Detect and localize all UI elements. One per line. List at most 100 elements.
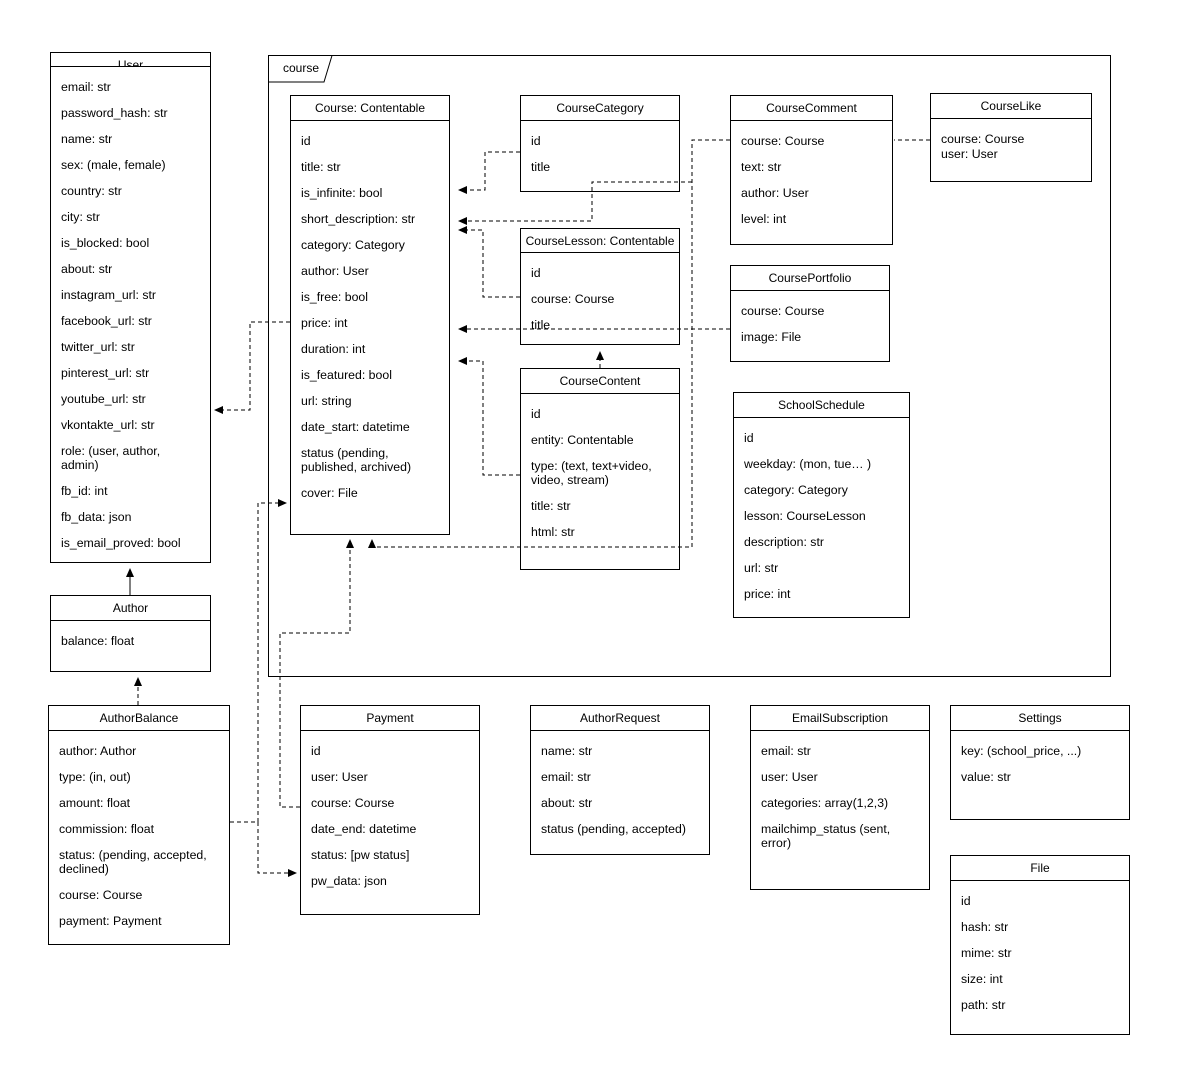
field-row: is_free: bool xyxy=(301,290,368,304)
connector-author-balance-to-payment xyxy=(257,822,297,877)
field-row: description: str xyxy=(744,535,824,549)
field-row: sex: (male, female) xyxy=(61,158,166,172)
field-row: email: str xyxy=(761,744,811,758)
entity-settings-title: Settings xyxy=(951,706,1129,731)
entity-user[interactable]: User email: str password_hash: str name: s… xyxy=(50,52,211,563)
entity-course-title: Course: Contentable xyxy=(291,96,449,121)
field-row: url: str xyxy=(744,561,779,575)
field-row: lesson: CourseLesson xyxy=(744,509,866,523)
entity-course-like-title: CourseLike xyxy=(931,94,1091,119)
field-row: balance: float xyxy=(61,634,135,648)
field-row: status (pending, accepted) xyxy=(541,822,686,836)
field-row: course: Course xyxy=(59,888,143,902)
field-row: is_featured: bool xyxy=(301,368,392,382)
entity-course-lesson-title: CourseLesson: Contentable xyxy=(521,229,679,253)
field-row: commission: float xyxy=(59,822,154,836)
field-row: pw_data: json xyxy=(311,874,387,888)
entity-course-portfolio-fields: course: Course image: File xyxy=(731,291,889,356)
field-row: html: str xyxy=(531,525,575,539)
field-row: text: str xyxy=(741,160,782,174)
field-row: id xyxy=(531,407,541,421)
field-row: id xyxy=(744,431,754,445)
field-row: fb_data: json xyxy=(61,510,132,524)
field-row: path: str xyxy=(961,998,1006,1012)
entity-settings-fields: key: (school_price, ...)value: str xyxy=(951,731,1129,796)
entity-course-portfolio[interactable]: CoursePortfolio course: Course image: Fil… xyxy=(730,265,890,362)
field-row: is_infinite: bool xyxy=(301,186,383,200)
field-row: email: str xyxy=(61,80,111,94)
field-row: email: str xyxy=(541,770,591,784)
field-row: user: User xyxy=(761,770,818,784)
field-row: id xyxy=(531,266,541,280)
entity-user-title: User xyxy=(51,53,210,67)
entity-course-category-title: CourseCategory xyxy=(521,96,679,121)
field-row: date_end: datetime xyxy=(311,822,417,836)
entity-course-lesson[interactable]: CourseLesson: Contentable id course: Cour… xyxy=(520,228,680,345)
field-row: amount: float xyxy=(59,796,131,810)
field-row: price: int xyxy=(301,316,348,330)
field-row: short_description: str xyxy=(301,212,416,226)
field-row: category: Category xyxy=(301,238,405,252)
field-row: size: int xyxy=(961,972,1003,986)
field-row: instagram_url: str xyxy=(61,288,156,302)
entity-course-content-title: CourseContent xyxy=(521,369,679,394)
field-row: course: Course xyxy=(741,304,825,318)
field-row: title: str xyxy=(531,499,571,513)
course-package-label: course xyxy=(283,61,320,75)
field-row: name: str xyxy=(541,744,593,758)
entity-author[interactable]: Author balance: float xyxy=(50,595,211,672)
field-row: hash: str xyxy=(961,920,1009,934)
field-row: title: str xyxy=(301,160,341,174)
field-row: author: User xyxy=(301,264,369,278)
field-row: name: str xyxy=(61,132,113,146)
field-row: user: User xyxy=(941,147,998,161)
field-row: mime: str xyxy=(961,946,1012,960)
field-row: youtube_url: str xyxy=(61,392,146,406)
field-row: image: File xyxy=(741,330,802,344)
field-row: course: Course xyxy=(531,292,615,306)
field-row: country: str xyxy=(61,184,122,198)
field-row: status: (pending, accepted, declined) xyxy=(59,848,207,876)
field-row: role: (user, author, admin) xyxy=(61,444,161,472)
field-row: level: int xyxy=(741,212,787,226)
field-row: category: Category xyxy=(744,483,848,497)
field-row: mailchimp_status (sent, error) xyxy=(761,822,891,850)
field-row: password_hash: str xyxy=(61,106,168,120)
field-row: course: Course xyxy=(741,134,825,148)
entity-course-comment-title: CourseComment xyxy=(731,96,892,121)
entity-course-portfolio-title: CoursePortfolio xyxy=(731,266,889,291)
field-row: twitter_url: str xyxy=(61,340,135,354)
field-row: author: Author xyxy=(59,744,137,758)
entity-school-schedule-title: SchoolSchedule xyxy=(734,393,909,418)
entity-author-balance-title: AuthorBalance xyxy=(49,706,229,731)
field-row: facebook_url: str xyxy=(61,314,152,328)
entity-author-title: Author xyxy=(51,596,210,621)
entity-email-subscription-title: EmailSubscription xyxy=(751,706,929,731)
field-row: user: User xyxy=(311,770,368,784)
entity-settings[interactable]: Settings key: (school_price, ...)value: … xyxy=(950,705,1130,820)
field-row: vkontakte_url: str xyxy=(61,418,155,432)
entity-author-fields: balance: float xyxy=(51,621,210,660)
field-row: is_email_proved: bool xyxy=(61,536,181,550)
field-row: course: Course xyxy=(941,132,1025,146)
